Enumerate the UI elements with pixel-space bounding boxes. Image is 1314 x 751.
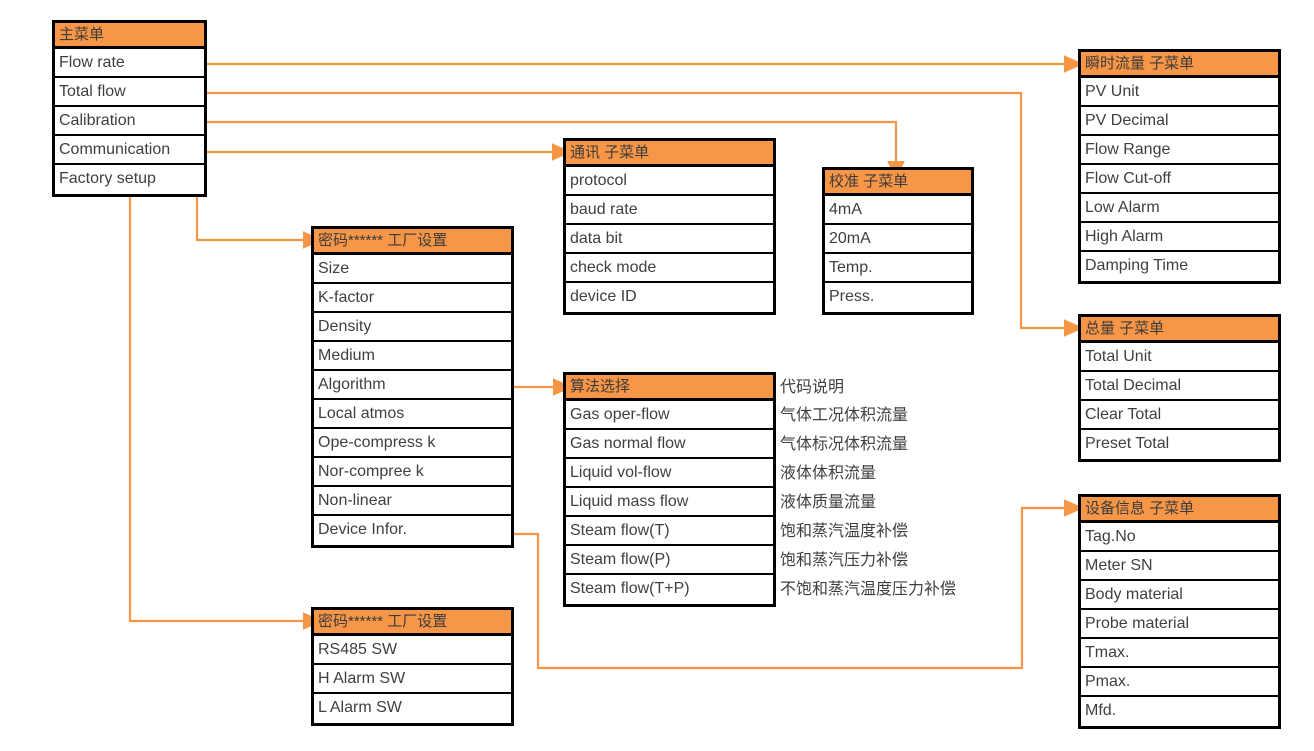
- menu-item-communication[interactable]: Communication: [55, 136, 204, 165]
- algorithm-description-liquid-mass-flow: 液体质量流量: [780, 494, 877, 511]
- algorithm-description-steam-flow-t: 饱和蒸汽温度补偿: [780, 523, 909, 540]
- algorithm-description-gas-normal-flow: 气体标况体积流量: [780, 436, 909, 453]
- algorithm-description-steam-flow-tp: 不饱和蒸汽温度压力补偿: [780, 581, 957, 598]
- algorithm-description-liquid-vol-flow: 液体体积流量: [780, 465, 877, 482]
- wire-factory-switches: [128, 196, 323, 630]
- menu-item-k-factor[interactable]: K-factor: [314, 284, 511, 313]
- menu-item-check-mode[interactable]: check mode: [566, 254, 773, 283]
- communication-submenu-box: 通讯 子菜单 protocol baud rate data bit check…: [563, 138, 776, 315]
- menu-item-meter-sn[interactable]: Meter SN: [1081, 552, 1278, 581]
- menu-item-probe-material[interactable]: Probe material: [1081, 610, 1278, 639]
- menu-item-total-flow[interactable]: Total flow: [55, 78, 204, 107]
- main-menu-box: 主菜单 Flow rate Total flow Calibration Com…: [52, 20, 207, 197]
- menu-item-20ma[interactable]: 20mA: [825, 225, 971, 254]
- algorithm-descriptions-column: 代码说明 气体工况体积流量 气体标况体积流量 液体体积流量 液体质量流量 饱和蒸…: [780, 375, 1010, 604]
- calibration-submenu-box: 校准 子菜单 4mA 20mA Temp. Press.: [822, 167, 974, 315]
- menu-item-press[interactable]: Press.: [825, 283, 971, 312]
- menu-item-baud-rate[interactable]: baud rate: [566, 196, 773, 225]
- algorithm-description-steam-flow-p: 饱和蒸汽压力补偿: [780, 552, 909, 569]
- menu-item-factory-setup[interactable]: Factory setup: [55, 165, 204, 194]
- device-info-submenu-box: 设备信息 子菜单 Tag.No Meter SN Body material P…: [1078, 494, 1281, 729]
- menu-item-total-decimal[interactable]: Total Decimal: [1081, 372, 1278, 401]
- calibration-submenu-header: 校准 子菜单: [825, 170, 971, 196]
- menu-item-total-unit[interactable]: Total Unit: [1081, 343, 1278, 372]
- algorithm-submenu-box: 算法选择 Gas oper-flow Gas normal flow Liqui…: [563, 372, 776, 607]
- menu-item-flow-cut-off[interactable]: Flow Cut-off: [1081, 165, 1278, 194]
- menu-item-non-linear[interactable]: Non-linear: [314, 487, 511, 516]
- menu-item-temp[interactable]: Temp.: [825, 254, 971, 283]
- menu-item-ope-compress-k[interactable]: Ope-compress k: [314, 429, 511, 458]
- main-menu-header: 主菜单: [55, 23, 204, 49]
- flow-rate-submenu-box: 瞬时流量 子菜单 PV Unit PV Decimal Flow Range F…: [1078, 49, 1281, 284]
- algorithm-description-gas-oper-flow: 气体工况体积流量: [780, 407, 909, 424]
- menu-item-high-alarm[interactable]: High Alarm: [1081, 223, 1278, 252]
- menu-item-size[interactable]: Size: [314, 255, 511, 284]
- menu-item-gas-oper-flow[interactable]: Gas oper-flow: [566, 401, 773, 430]
- factory-setup-switches-box: 密码****** 工厂设置 RS485 SW H Alarm SW L Alar…: [311, 607, 514, 726]
- communication-submenu-header: 通讯 子菜单: [566, 141, 773, 167]
- menu-item-data-bit[interactable]: data bit: [566, 225, 773, 254]
- menu-item-tag-no[interactable]: Tag.No: [1081, 523, 1278, 552]
- menu-item-algorithm[interactable]: Algorithm: [314, 371, 511, 400]
- menu-item-mfd[interactable]: Mfd.: [1081, 697, 1278, 726]
- wire-calibration: [205, 120, 905, 181]
- menu-item-gas-normal-flow[interactable]: Gas normal flow: [566, 430, 773, 459]
- menu-item-steam-flow-tp[interactable]: Steam flow(T+P): [566, 575, 773, 604]
- menu-item-body-material[interactable]: Body material: [1081, 581, 1278, 610]
- menu-item-tmax[interactable]: Tmax.: [1081, 639, 1278, 668]
- menu-item-preset-total[interactable]: Preset Total: [1081, 430, 1278, 459]
- device-info-submenu-header: 设备信息 子菜单: [1081, 497, 1278, 523]
- menu-item-pv-decimal[interactable]: PV Decimal: [1081, 107, 1278, 136]
- total-flow-submenu-box: 总量 子菜单 Total Unit Total Decimal Clear To…: [1078, 314, 1281, 462]
- menu-item-pv-unit[interactable]: PV Unit: [1081, 78, 1278, 107]
- factory-setup-main-header: 密码****** 工厂设置: [314, 229, 511, 255]
- algorithm-submenu-header: 算法选择: [566, 375, 773, 401]
- menu-item-flow-range[interactable]: Flow Range: [1081, 136, 1278, 165]
- menu-item-density[interactable]: Density: [314, 313, 511, 342]
- flow-rate-submenu-header: 瞬时流量 子菜单: [1081, 52, 1278, 78]
- algorithm-descriptions-header: 代码说明: [780, 379, 845, 396]
- menu-item-protocol[interactable]: protocol: [566, 167, 773, 196]
- menu-item-steam-flow-p[interactable]: Steam flow(P): [566, 546, 773, 575]
- menu-item-calibration[interactable]: Calibration: [55, 107, 204, 136]
- factory-setup-main-box: 密码****** 工厂设置 Size K-factor Density Medi…: [311, 226, 514, 548]
- menu-item-4ma[interactable]: 4mA: [825, 196, 971, 225]
- menu-item-local-atmos[interactable]: Local atmos: [314, 400, 511, 429]
- menu-item-l-alarm-sw[interactable]: L Alarm SW: [314, 694, 511, 723]
- menu-item-medium[interactable]: Medium: [314, 342, 511, 371]
- menu-item-flow-rate[interactable]: Flow rate: [55, 49, 204, 78]
- menu-item-liquid-mass-flow[interactable]: Liquid mass flow: [566, 488, 773, 517]
- menu-item-h-alarm-sw[interactable]: H Alarm SW: [314, 665, 511, 694]
- wire-factory-setup: [195, 179, 323, 249]
- menu-item-nor-compree-k[interactable]: Nor-compree k: [314, 458, 511, 487]
- total-flow-submenu-header: 总量 子菜单: [1081, 317, 1278, 343]
- menu-item-device-infor[interactable]: Device Infor.: [314, 516, 511, 545]
- menu-item-pmax[interactable]: Pmax.: [1081, 668, 1278, 697]
- menu-item-clear-total[interactable]: Clear Total: [1081, 401, 1278, 430]
- menu-item-rs485-sw[interactable]: RS485 SW: [314, 636, 511, 665]
- menu-item-damping-time[interactable]: Damping Time: [1081, 252, 1278, 281]
- menu-item-steam-flow-t[interactable]: Steam flow(T): [566, 517, 773, 546]
- menu-item-device-id[interactable]: device ID: [566, 283, 773, 312]
- menu-item-low-alarm[interactable]: Low Alarm: [1081, 194, 1278, 223]
- menu-item-liquid-vol-flow[interactable]: Liquid vol-flow: [566, 459, 773, 488]
- factory-setup-switches-header: 密码****** 工厂设置: [314, 610, 511, 636]
